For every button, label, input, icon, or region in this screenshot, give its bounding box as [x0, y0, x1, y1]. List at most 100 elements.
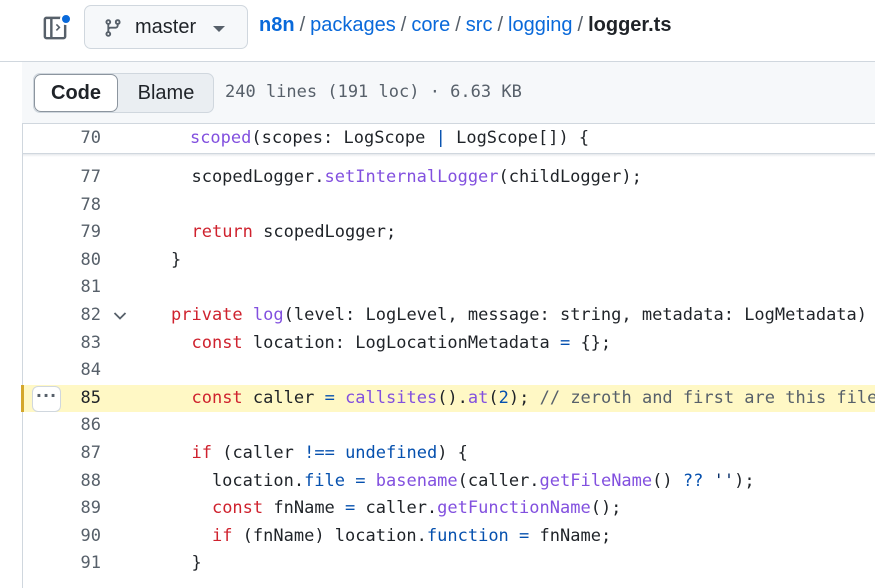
code-token: // zeroth and first are this file, — [539, 387, 875, 408]
code-text: scoped(scopes: LogScope | LogScope[]) { — [149, 125, 589, 153]
code-token: location. — [171, 470, 305, 491]
code-text: return scopedLogger; — [171, 219, 396, 247]
line-number[interactable]: 82 — [80, 305, 101, 325]
code-line: ··· 85 const caller = callsites().at(2); … — [21, 384, 875, 413]
code-token — [171, 333, 191, 353]
tab-blame[interactable]: Blame — [137, 82, 195, 104]
line-number[interactable]: 86 — [80, 415, 101, 436]
code-token: } — [171, 249, 182, 270]
branch-selector-button[interactable]: master — [84, 5, 248, 49]
code-token: scoped — [189, 128, 252, 148]
code-text: if (caller !== undefined) { — [171, 440, 468, 468]
breadcrumb-link-packages[interactable]: packages — [310, 14, 396, 36]
file-tree-toggle-button[interactable] — [38, 12, 72, 42]
code-token: !== — [304, 443, 335, 463]
code-token: ?? — [682, 470, 704, 491]
code-token — [335, 443, 345, 463]
line-number[interactable]: 88 — [80, 470, 101, 491]
code-token: ) { — [437, 443, 468, 463]
code-text: const location: LogLocationMetadata = {}… — [171, 330, 611, 358]
branch-name: master — [135, 16, 197, 38]
code-line: 89 const fnName = caller.getFunctionName… — [23, 495, 875, 523]
code-token: scopedLogger; — [252, 222, 397, 243]
line-number[interactable]: 84 — [80, 360, 101, 381]
code-token — [171, 526, 212, 546]
code-token: const — [191, 387, 243, 408]
breadcrumb-separator: / — [497, 14, 504, 36]
code-token — [171, 222, 191, 242]
code-token: scopedLogger. — [171, 167, 325, 187]
file-header: Code Blame 240 lines (191 loc) · 6.63 KB — [22, 62, 875, 124]
code-token: ( — [488, 387, 499, 408]
code-token: (scopes: LogScope — [251, 128, 436, 148]
code-token: (childLogger); — [498, 167, 642, 187]
code-line: 91 } — [23, 550, 875, 578]
line-number[interactable]: 87 — [80, 443, 101, 463]
code-token: LogScope[]) { — [445, 128, 590, 148]
code-text: } — [171, 247, 181, 275]
git-branch-icon — [105, 19, 121, 37]
code-line: 79 return scopedLogger; — [23, 219, 875, 247]
code-token: const — [211, 498, 264, 519]
code-token: if — [211, 525, 233, 546]
code-token: '' — [713, 470, 735, 491]
code-token: (caller — [211, 443, 305, 463]
code-line: 78 — [23, 192, 875, 220]
breadcrumb-separator: / — [455, 14, 461, 36]
breadcrumb-link-core[interactable]: core — [411, 14, 451, 36]
code-token: = — [519, 525, 530, 546]
code-token: caller. — [355, 498, 438, 519]
kebab-horizontal-icon[interactable]: ··· — [32, 385, 61, 412]
code-token: function — [426, 525, 509, 546]
line-number[interactable]: 90 — [80, 525, 101, 546]
line-number[interactable]: 79 — [80, 222, 101, 243]
code-token: getFunctionName — [437, 498, 591, 519]
tab-code[interactable]: Code — [34, 74, 118, 112]
line-number[interactable]: 89 — [80, 498, 101, 519]
code-token: undefined — [345, 443, 438, 463]
code-token: | — [435, 128, 446, 148]
code-token: file — [304, 470, 346, 491]
breadcrumb-link-logging[interactable]: logging — [508, 14, 573, 36]
chevron-down-icon[interactable] — [113, 311, 127, 321]
code-token: basename — [375, 470, 458, 491]
breadcrumb-separator: / — [400, 14, 407, 36]
code-line: 84 — [23, 357, 875, 385]
code-token: setInternalLogger — [324, 167, 499, 187]
line-number[interactable]: 77 — [80, 167, 101, 187]
breadcrumb-separator: / — [299, 14, 306, 36]
code-token: ); — [734, 470, 755, 491]
code-token: () — [652, 470, 683, 491]
code-line: 81 — [23, 274, 875, 302]
code-text: const caller = callsites().at(2); // zer… — [171, 385, 875, 413]
code-line: 87 if (caller !== undefined) { — [23, 440, 875, 468]
code-token: (fnName) location. — [232, 525, 427, 546]
triangle-down-icon — [213, 26, 225, 32]
code-token: } — [171, 553, 202, 574]
view-mode-segmented-control: Code Blame — [33, 73, 214, 113]
code-token — [149, 128, 190, 148]
code-text: location.file = basename(caller.getFileN… — [171, 468, 755, 496]
line-number[interactable]: 85 — [80, 387, 101, 408]
line-number[interactable]: 81 — [80, 277, 101, 298]
code-token — [366, 471, 376, 491]
code-token — [509, 526, 519, 546]
code-token — [171, 498, 212, 518]
code-token — [171, 388, 191, 408]
line-number[interactable]: 83 — [80, 332, 101, 353]
line-number[interactable]: 80 — [80, 249, 101, 270]
line-number[interactable]: 91 — [80, 553, 101, 574]
code-line: 77 scopedLogger.setInternalLogger(childL… — [23, 164, 875, 192]
line-number[interactable]: 78 — [80, 194, 101, 215]
breadcrumb-repo-link[interactable]: n8n — [259, 14, 295, 36]
code-line: 90 if (fnName) location.function = fnNam… — [23, 523, 875, 551]
code-token: private — [171, 305, 243, 325]
code-text: const fnName = caller.getFunctionName(); — [171, 495, 621, 523]
sticky-scope-header[interactable]: 70 scoped(scopes: LogScope | LogScope[])… — [23, 124, 875, 157]
breadcrumb-link-src[interactable]: src — [465, 14, 493, 36]
code-line: 86 — [23, 412, 875, 440]
code-view[interactable]: 70 scoped(scopes: LogScope | LogScope[])… — [21, 124, 875, 588]
line-number[interactable]: 70 — [80, 128, 101, 148]
code-text: } — [171, 550, 202, 578]
